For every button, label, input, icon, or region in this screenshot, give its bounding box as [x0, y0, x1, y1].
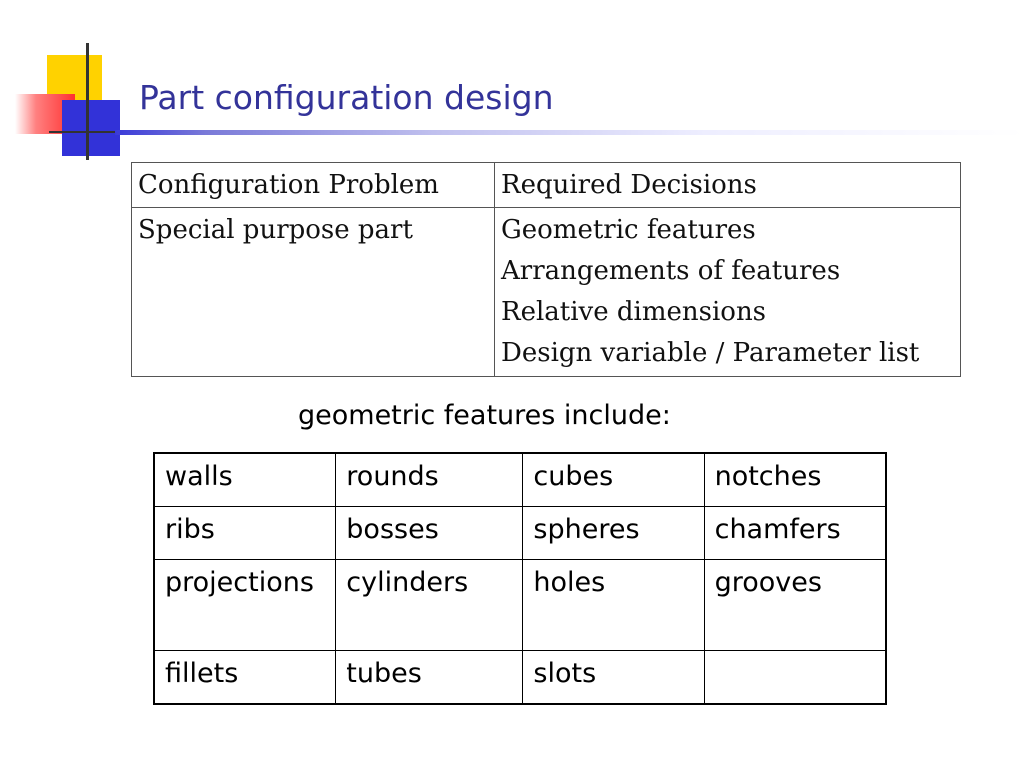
- feature-cell: cubes: [522, 452, 705, 507]
- decision-item: Design variable / Parameter list: [501, 338, 920, 368]
- feature-cell: tubes: [335, 650, 524, 705]
- slide-title: Part configuration design: [139, 78, 554, 117]
- feature-cell: walls: [153, 452, 337, 507]
- feature-cell: holes: [522, 559, 705, 651]
- feature-cell: rounds: [335, 452, 524, 507]
- decision-item: Geometric features: [501, 215, 756, 245]
- features-table-row: projections cylinders holes grooves: [153, 559, 887, 651]
- header-configuration-problem: Configuration Problem: [131, 162, 495, 208]
- geometric-features-table: walls rounds cubes notches ribs bosses s…: [153, 452, 887, 705]
- header-required-decisions: Required Decisions: [494, 162, 961, 208]
- decision-item: Relative dimensions: [501, 297, 767, 327]
- configuration-problem-cell: Special purpose part: [131, 207, 495, 377]
- feature-cell: cylinders: [335, 559, 524, 651]
- feature-cell: bosses: [335, 506, 524, 560]
- configuration-table-row: Special purpose part Geometric features …: [131, 207, 961, 377]
- feature-cell: projections: [153, 559, 337, 651]
- feature-cell: slots: [522, 650, 705, 705]
- configuration-table: Configuration Problem Required Decisions…: [131, 162, 961, 377]
- features-table-row: fillets tubes slots: [153, 650, 887, 705]
- features-table-row: walls rounds cubes notches: [153, 452, 887, 507]
- feature-cell: spheres: [522, 506, 705, 560]
- feature-cell: [703, 650, 887, 705]
- feature-cell: ribs: [153, 506, 337, 560]
- logo-blue-square: [62, 100, 120, 156]
- feature-cell: chamfers: [703, 506, 887, 560]
- features-table-row: ribs bosses spheres chamfers: [153, 506, 887, 560]
- feature-cell: notches: [703, 452, 887, 507]
- required-decisions-cell: Geometric features Arrangements of featu…: [494, 207, 961, 377]
- logo-horizontal-line: [49, 131, 132, 133]
- logo-vertical-line: [86, 43, 89, 160]
- features-caption: geometric features include:: [298, 400, 671, 431]
- configuration-table-header-row: Configuration Problem Required Decisions: [131, 162, 961, 208]
- slide-logo-decoration: [0, 0, 140, 165]
- title-underline-rule: [115, 130, 1024, 135]
- decision-item: Arrangements of features: [501, 256, 841, 286]
- feature-cell: grooves: [703, 559, 887, 651]
- feature-cell: fillets: [153, 650, 337, 705]
